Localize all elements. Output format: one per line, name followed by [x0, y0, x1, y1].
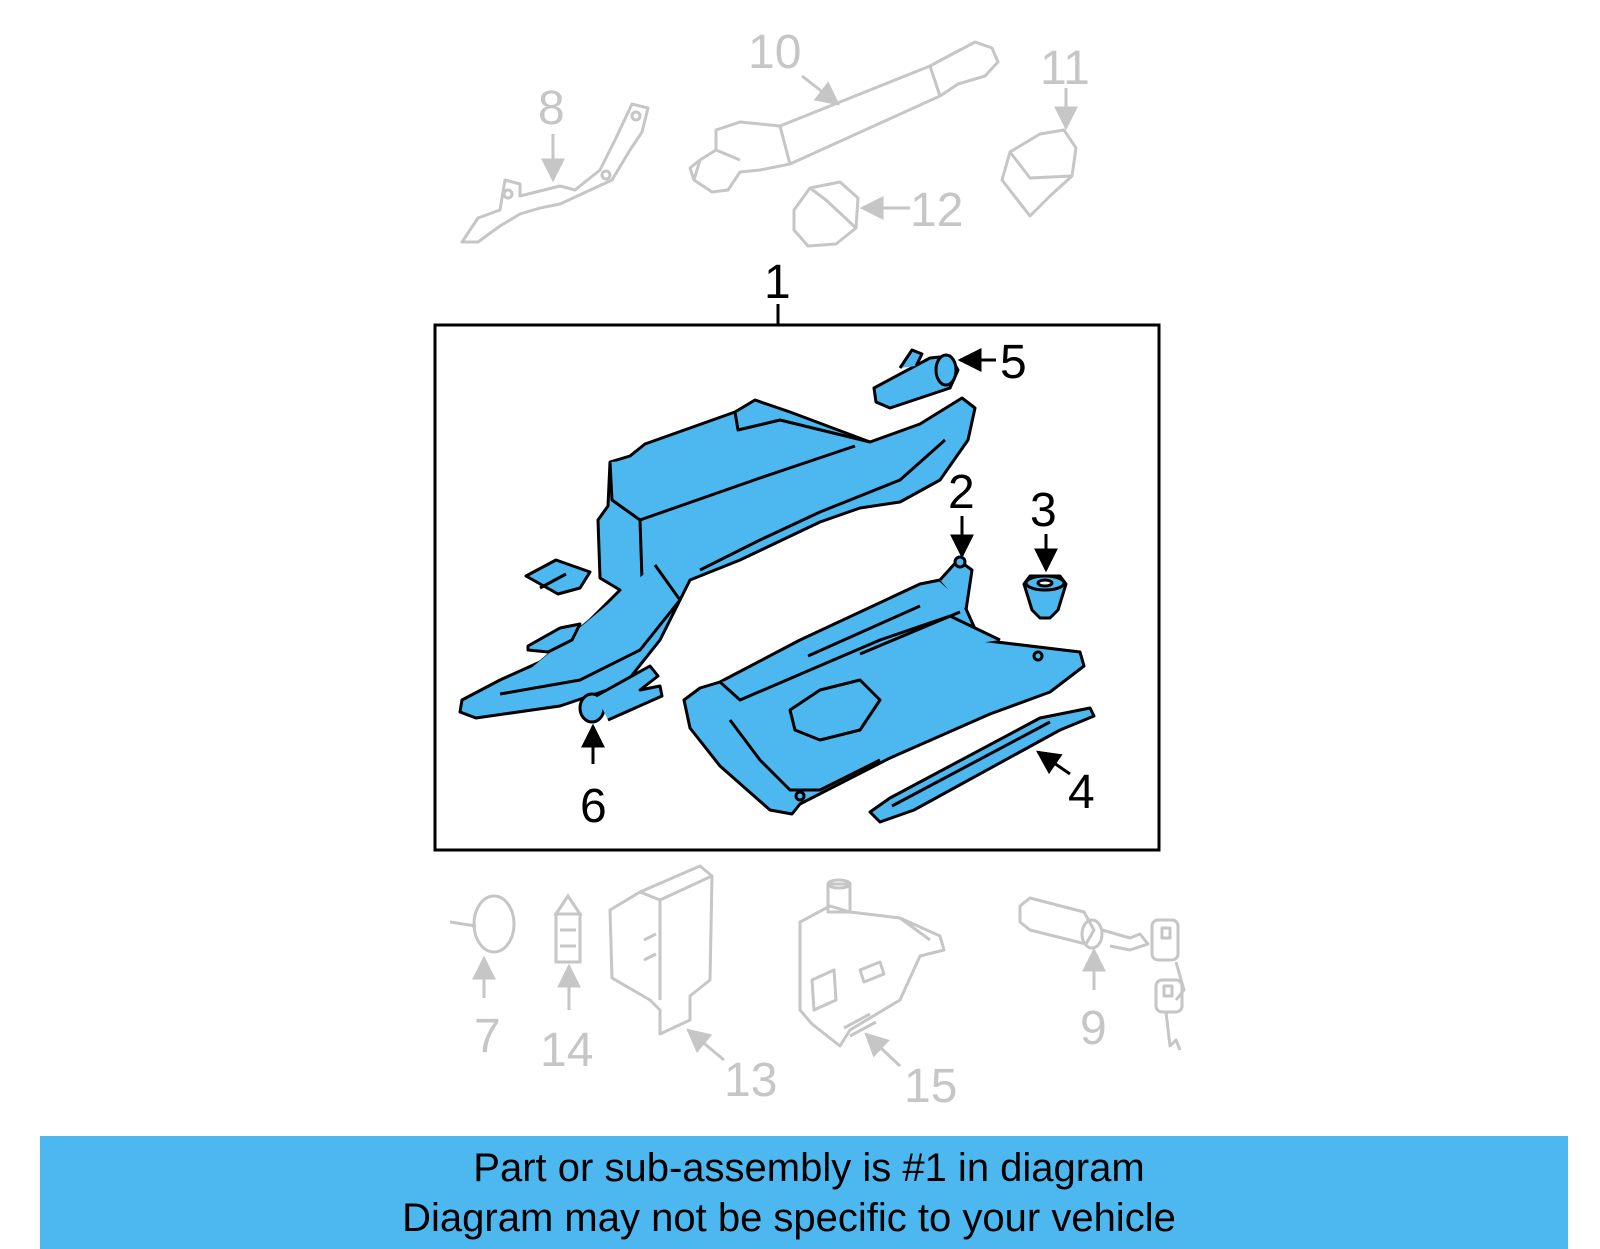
part-1-glove-box-housing[interactable] [458, 396, 977, 720]
part-13-latch-housing[interactable] [608, 864, 714, 1036]
callout-3[interactable]: 3 [1030, 484, 1057, 537]
banner-line-1: Part or sub-assembly is #1 in diagram [473, 1145, 1145, 1190]
arrow-15 [864, 1032, 902, 1068]
part-7-lens[interactable] [449, 894, 516, 954]
part-6-push-pin[interactable] [578, 664, 664, 724]
arrow-13 [686, 1028, 725, 1062]
callout-12[interactable]: 12 [910, 184, 963, 237]
part-12-bumper[interactable] [792, 180, 860, 248]
callout-8[interactable]: 8 [538, 82, 565, 135]
callout-14[interactable]: 14 [540, 1024, 593, 1077]
banner-line-2: Diagram may not be specific to your vehi… [402, 1195, 1176, 1240]
part-10-strut[interactable] [688, 40, 1000, 194]
callout-1[interactable]: 1 [764, 256, 791, 309]
callout-10[interactable]: 10 [748, 26, 801, 79]
arrow-4 [1036, 750, 1071, 776]
part-4-seal-strip[interactable] [868, 706, 1096, 824]
arrow-10 [801, 74, 840, 106]
callout-9[interactable]: 9 [1080, 1002, 1107, 1055]
callout-15[interactable]: 15 [904, 1060, 957, 1113]
callout-6[interactable]: 6 [580, 780, 607, 833]
part-11-trim-cap[interactable] [1000, 128, 1078, 218]
part-1-clip[interactable] [526, 622, 582, 654]
part-8-bracket[interactable] [460, 102, 650, 244]
callout-11[interactable]: 11 [1040, 42, 1090, 95]
callout-5[interactable]: 5 [1000, 336, 1027, 389]
part-9-lock-cylinder-keys[interactable] [1018, 896, 1186, 1051]
part-5-damper[interactable] [872, 348, 960, 410]
part-1-tab[interactable] [524, 558, 592, 596]
callout-7[interactable]: 7 [474, 1010, 501, 1063]
callout-13[interactable]: 13 [724, 1054, 777, 1107]
part-14-bulb[interactable] [553, 893, 583, 964]
part-3-bumper-stop[interactable] [1022, 574, 1068, 620]
part-2-glove-box-door[interactable] [682, 555, 1086, 816]
info-banner: Part or sub-assembly is #1 in diagram Di… [40, 1136, 1568, 1249]
callout-4[interactable]: 4 [1068, 766, 1095, 819]
callout-2[interactable]: 2 [948, 466, 975, 519]
part-15-lock-actuator[interactable] [798, 878, 946, 1048]
